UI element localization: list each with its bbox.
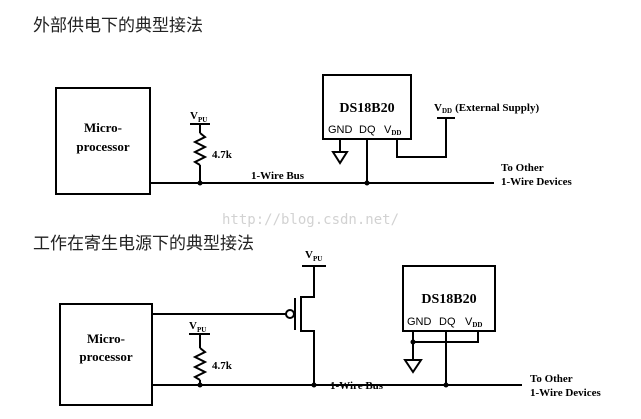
pin-vdd-sub-bottom: DD [472, 321, 482, 329]
pin-gnd-bottom: GND [407, 316, 432, 328]
vpu-label-top: VPU [190, 110, 207, 124]
vpu-sub-top: PU [198, 116, 207, 124]
pin-gnd-top: GND [328, 124, 353, 136]
pin-vdd-v-top: V [384, 124, 392, 136]
vpu-label-bottom: VPU [189, 320, 206, 334]
pin-vdd-sub-top: DD [391, 129, 401, 137]
pin-dq-bottom: DQ [439, 316, 456, 328]
title-external-supply: 外部供电下的典型接法 [33, 16, 203, 36]
junction-mosfet-bottom [311, 382, 317, 388]
ground-icon-top [331, 151, 349, 165]
microprocessor-label-bottom-line2: processor [79, 349, 132, 364]
pin-vdd-v-bottom: V [465, 316, 473, 328]
mosfet-source-wire [301, 266, 315, 298]
to-other-label-bottom-2: 1-Wire Devices [530, 387, 601, 399]
microprocessor-label-line2: processor [76, 139, 129, 154]
junction-resistor-top [197, 180, 203, 186]
bus-label-bottom: 1-Wire Bus [330, 380, 384, 392]
to-other-label-top-1: To Other [501, 162, 544, 174]
chip-label-top: DS18B20 [339, 101, 394, 116]
mosfet-gate-bubble [285, 309, 295, 319]
pin-dq-top: DQ [359, 124, 376, 136]
resistor-top [192, 132, 208, 166]
junction-resistor-bottom [197, 382, 203, 388]
resistor-label-top: 4.7k [212, 149, 233, 161]
bottom-circuit: Micro- processor VPU VPU 4.7k 1-Wire Bus… [59, 249, 601, 406]
vpu-v-top: V [190, 110, 198, 122]
chip-label-bottom: DS18B20 [421, 292, 476, 307]
mosfet-drain-wire [301, 330, 315, 385]
resistor-label-bottom: 4.7k [212, 360, 233, 372]
vdd-wire-top [396, 118, 447, 158]
vpu-v-bottom: V [189, 320, 197, 332]
top-circuit: Micro- processor VPU 4.7k 1-Wire Bus To … [55, 74, 572, 195]
microprocessor-label-line1: Micro- [84, 120, 122, 135]
resistor-bottom [192, 347, 208, 381]
microprocessor-box-bottom [59, 303, 153, 406]
to-other-label-top-2: 1-Wire Devices [501, 176, 572, 188]
ground-icon-bottom [403, 359, 423, 374]
bus-label-top: 1-Wire Bus [251, 170, 305, 182]
ds18b20-chip-bottom [402, 265, 496, 332]
vpu-v-mosfet: V [305, 249, 313, 261]
vdd-sub: DD [442, 107, 452, 115]
watermark: http://blog.csdn.net/ [222, 212, 399, 228]
vdd-note: (External Supply) [455, 102, 539, 114]
junction-gnd-bottom [410, 339, 416, 345]
vpu-label-mosfet: VPU [305, 249, 322, 263]
vpu-sub-bottom: PU [197, 326, 206, 334]
vpu-sub-mosfet: PU [313, 255, 322, 263]
vdd-external-label: VDD(External Supply) [434, 102, 539, 115]
title-parasitic-power: 工作在寄生电源下的典型接法 [33, 234, 254, 254]
to-other-label-bottom-1: To Other [530, 373, 573, 385]
microprocessor-label-bottom-line1: Micro- [87, 331, 125, 346]
pin-vdd-top: VDD [384, 124, 401, 137]
pin-vdd-bottom: VDD [465, 316, 482, 329]
vdd-v: V [434, 102, 442, 114]
vdd-to-gnd-wire [413, 331, 479, 343]
ds18b20-chip-top [322, 74, 412, 140]
microprocessor-box-top [55, 87, 151, 195]
